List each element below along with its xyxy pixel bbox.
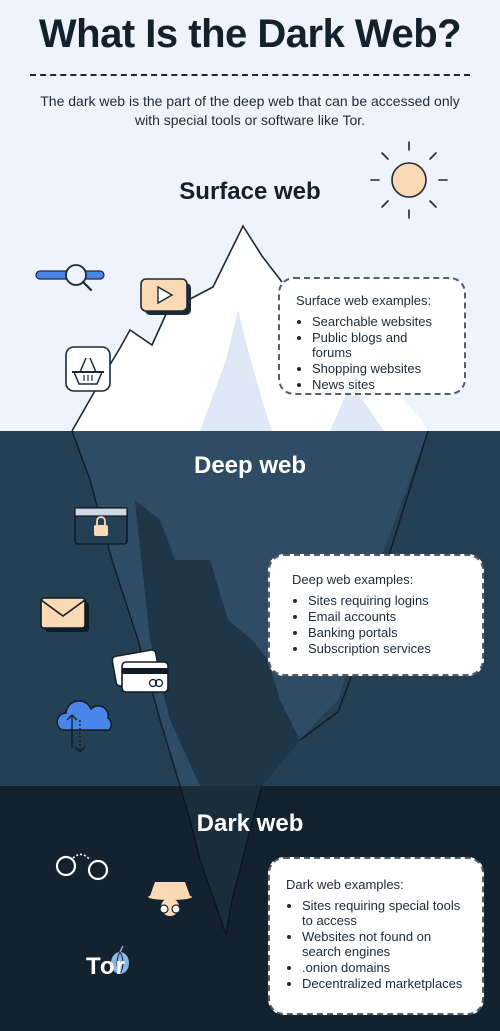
- locked-browser-icon: [74, 507, 128, 545]
- iceberg-submerged-left-outline: [71, 430, 181, 787]
- iceberg-bottom-outline: [179, 785, 263, 936]
- list-item: Websites not found on search engines: [302, 929, 470, 959]
- list-item: .onion domains: [302, 960, 470, 975]
- search-bar-icon: [35, 264, 105, 292]
- deep-examples-box: Deep web examples: Sites requiring login…: [268, 554, 484, 676]
- sun-icon: [370, 141, 448, 219]
- iceberg-tip-shade: [200, 310, 272, 431]
- list-item: Banking portals: [308, 625, 468, 640]
- list-item: Sites requiring logins: [308, 593, 468, 608]
- spy-icon: [148, 882, 192, 916]
- tor-logo-icon: Tor: [86, 953, 126, 980]
- deep-examples-title: Deep web examples:: [292, 572, 414, 587]
- page-title: What Is the Dark Web?: [38, 12, 462, 56]
- list-item: Public blogs and forums: [312, 330, 450, 360]
- credit-card-icon: [111, 649, 169, 693]
- list-item: Sites requiring special tools to access: [302, 898, 470, 928]
- iceberg-submerged: [72, 431, 428, 786]
- deep-examples-list: Sites requiring logins Email accounts Ba…: [292, 593, 468, 656]
- dark-examples-box: Dark web examples: Sites requiring speci…: [268, 857, 484, 1015]
- cloud-sync-icon: [56, 700, 112, 753]
- iceberg-tip-shade-2: [330, 385, 384, 431]
- surface-examples-list: Searchable websites Public blogs and for…: [296, 314, 450, 392]
- dark-examples-list: Sites requiring special tools to access …: [286, 898, 470, 991]
- list-item: Decentralized marketplaces: [302, 976, 470, 991]
- shopping-basket-icon: [65, 346, 111, 392]
- surface-web-heading: Surface web: [179, 178, 321, 205]
- list-item: Email accounts: [308, 609, 468, 624]
- list-item: News sites: [312, 377, 450, 392]
- surface-examples-box: Surface web examples: Searchable website…: [278, 277, 466, 395]
- page-subtitle: The dark web is the part of the deep web…: [40, 93, 460, 128]
- list-item: Searchable websites: [312, 314, 450, 329]
- deep-web-heading: Deep web: [193, 452, 307, 479]
- dark-web-heading: Dark web: [196, 810, 304, 837]
- surface-examples-title: Surface web examples:: [296, 293, 432, 308]
- video-play-icon: [140, 278, 191, 315]
- tor-onion-icon: [111, 945, 129, 975]
- dark-examples-title: Dark web examples:: [286, 877, 404, 892]
- email-icon: [40, 597, 89, 632]
- title-divider: [30, 74, 470, 76]
- iceberg-submerged-shade: [135, 500, 300, 786]
- list-item: Shopping websites: [312, 361, 450, 376]
- list-item: Subscription services: [308, 641, 468, 656]
- iceberg-bottom: [180, 786, 262, 935]
- handcuffs-icon: [55, 853, 109, 881]
